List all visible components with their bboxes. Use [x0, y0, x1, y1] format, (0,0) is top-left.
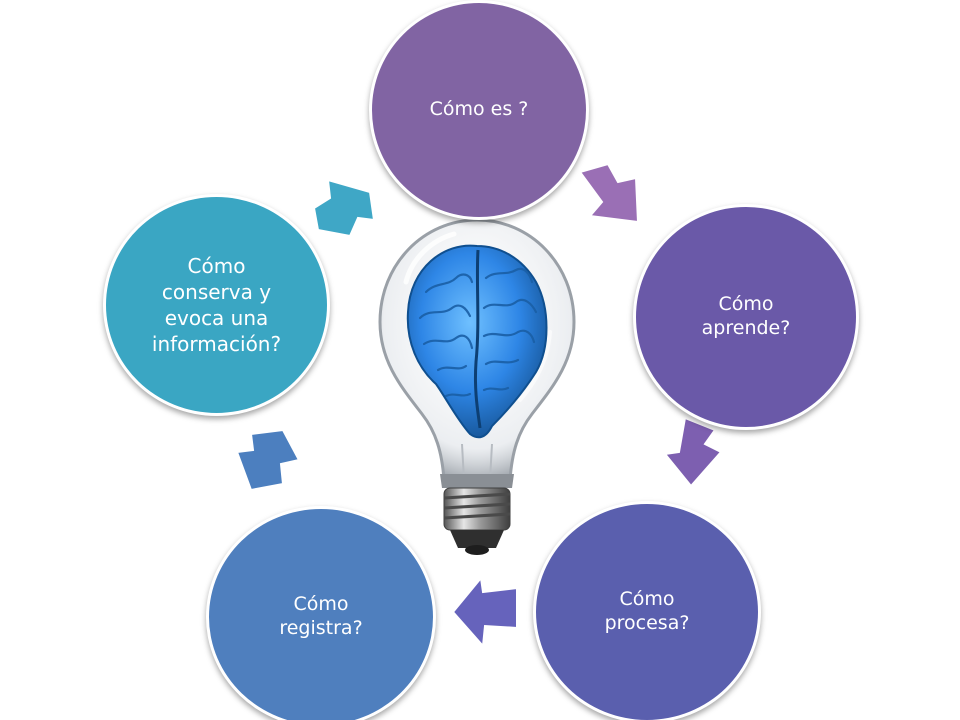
- lightbulb-with-brain-icon: [378, 218, 576, 555]
- arrow-registra-to-conserva: [235, 428, 301, 492]
- node-label: Cómo es ?: [429, 98, 529, 121]
- arrow-es-to-aprende: [578, 162, 640, 224]
- node-label: Cómo conserva y evoca una información?: [151, 254, 282, 356]
- node-como-conserva: Cómo conserva y evoca una información?: [103, 194, 330, 416]
- node-como-registra: Cómo registra?: [206, 506, 436, 720]
- node-como-es: Cómo es ?: [369, 0, 589, 220]
- arrow-aprende-to-procesa: [663, 416, 723, 488]
- node-label: Cómo registra?: [279, 593, 363, 639]
- node-label: Cómo aprende?: [701, 293, 791, 339]
- node-label: Cómo procesa?: [604, 588, 690, 634]
- arrow-conserva-to-es: [312, 178, 376, 238]
- node-como-procesa: Cómo procesa?: [533, 501, 761, 720]
- arrow-procesa-to-registra: [451, 575, 518, 649]
- node-como-aprende: Cómo aprende?: [633, 204, 859, 430]
